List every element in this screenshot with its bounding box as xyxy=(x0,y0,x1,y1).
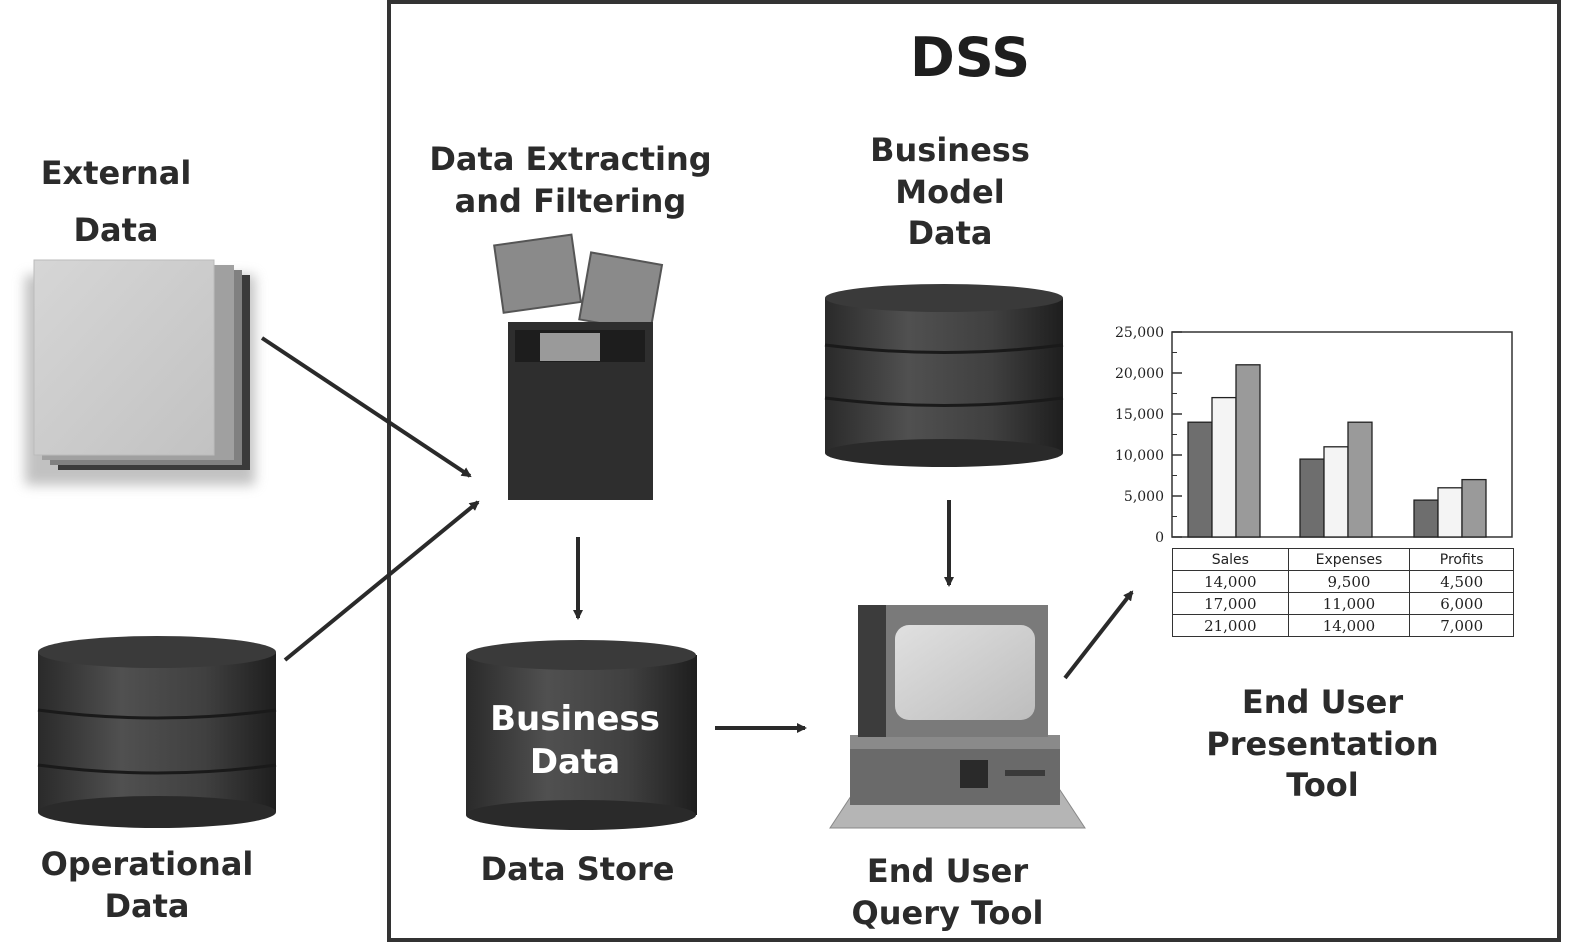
dss-title: DSS xyxy=(910,26,1031,89)
business-model-label: Business Model Data xyxy=(870,131,1030,253)
table-header-row: Sales Expenses Profits xyxy=(1172,548,1514,571)
operational-data-cylinder-icon xyxy=(37,636,277,828)
bar xyxy=(1235,364,1261,538)
data-store-label: Data Store xyxy=(480,850,675,888)
bar xyxy=(1347,421,1373,538)
presentation-chart: 0 5,000 10,000 15,000 20,000 25,000 Sales Exp… xyxy=(1100,320,1520,650)
y-tick-label: 15,000 xyxy=(1115,407,1164,423)
table-header-cell: Profits xyxy=(1409,548,1514,571)
external-data-pages-icon xyxy=(25,259,255,485)
bar xyxy=(1461,478,1487,538)
arrow-operational-to-extract xyxy=(283,500,480,662)
presentation-tool-label: End User Presentation Tool xyxy=(1206,683,1439,805)
dss-frame xyxy=(387,0,1561,942)
table-row: 21,000 14,000 7,000 xyxy=(1172,614,1514,637)
bar-chart: 0 5,000 10,000 15,000 20,000 25,000 xyxy=(1115,325,1513,546)
y-tick-label: 5,000 xyxy=(1124,489,1164,505)
bar xyxy=(1211,396,1237,538)
operational-data-label: Operational Data xyxy=(40,845,254,925)
table-cell: 17,000 xyxy=(1172,592,1289,615)
extracting-label: Data Extracting and Filtering xyxy=(429,140,712,220)
table-cell: 7,000 xyxy=(1409,614,1514,637)
table-cell: 14,000 xyxy=(1287,614,1411,637)
table-cell: 21,000 xyxy=(1172,614,1289,637)
external-data-label: External Data xyxy=(40,154,192,249)
table-row: 14,000 9,500 4,500 xyxy=(1172,570,1514,593)
bar xyxy=(1299,458,1325,538)
business-data-label: Business Data xyxy=(490,699,660,782)
table-cell: 11,000 xyxy=(1287,592,1411,615)
table-row: 17,000 11,000 6,000 xyxy=(1172,592,1514,615)
y-tick-label: 0 xyxy=(1155,530,1164,546)
table-cell: 9,500 xyxy=(1287,570,1411,593)
table-cell: 6,000 xyxy=(1409,592,1514,615)
bar xyxy=(1323,446,1349,538)
computer-icon xyxy=(829,605,1086,829)
business-model-cylinder-icon xyxy=(824,284,1064,467)
query-tool-label: End User Query Tool xyxy=(851,852,1044,932)
bar xyxy=(1413,499,1439,538)
y-tick-label: 20,000 xyxy=(1115,366,1164,382)
table-header-cell: Sales xyxy=(1172,548,1289,571)
arrow-external-to-extract xyxy=(260,336,472,478)
bar xyxy=(1437,487,1463,538)
bar xyxy=(1187,421,1213,538)
extract-filter-box-icon xyxy=(493,233,664,500)
table-cell: 4,500 xyxy=(1409,570,1514,593)
table-cell: 14,000 xyxy=(1172,570,1289,593)
arrow-query-to-presentation xyxy=(1063,590,1134,680)
business-data-cylinder-icon xyxy=(466,640,697,830)
table-header-cell: Expenses xyxy=(1287,548,1411,571)
chart-data-table: Sales Expenses Profits 14,000 9,500 4,50… xyxy=(1172,548,1514,637)
y-tick-label: 25,000 xyxy=(1115,325,1164,341)
y-tick-label: 10,000 xyxy=(1115,448,1164,464)
